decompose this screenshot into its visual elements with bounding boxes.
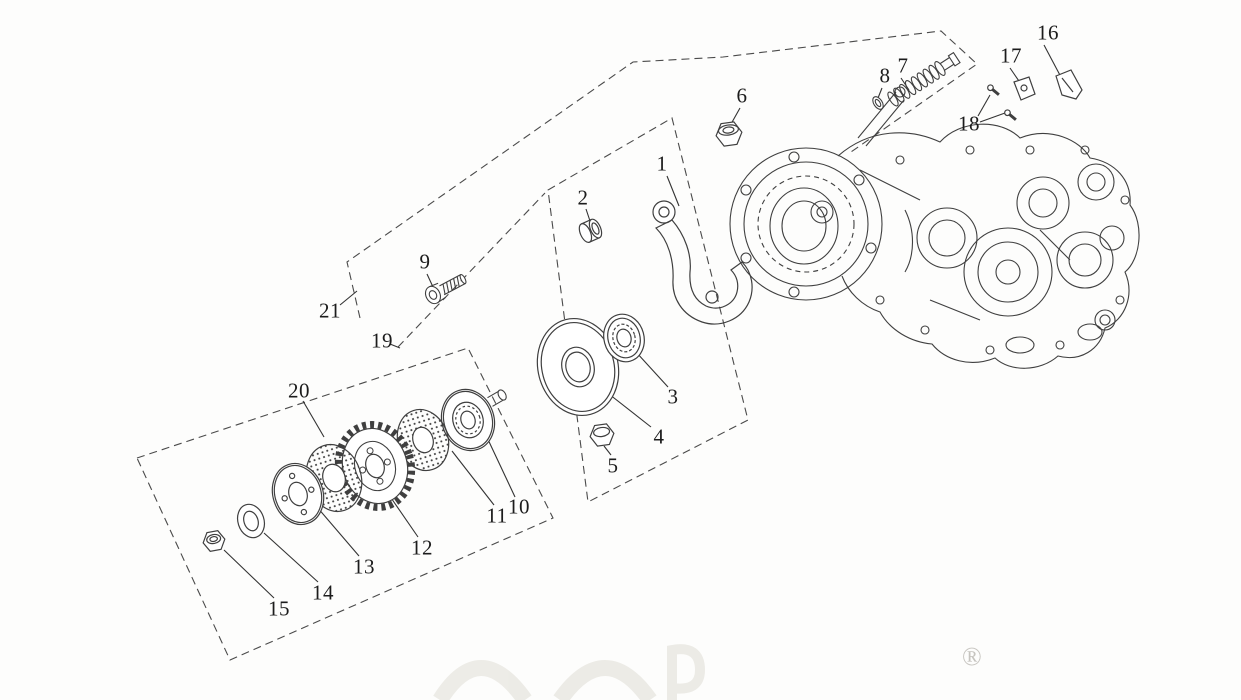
part-6-flanged-nut — [715, 121, 743, 147]
group-boundaries — [136, 30, 978, 661]
part-15-nut — [202, 530, 226, 552]
watermark-traces — [433, 644, 706, 700]
boundary-middle — [547, 117, 749, 503]
part-14-washer — [236, 503, 266, 539]
part-16-bracket — [1055, 69, 1083, 100]
boundary-connector — [397, 192, 546, 348]
registered-trademark: ® — [962, 642, 982, 671]
boundary-lower — [136, 347, 554, 661]
part-7-spring — [887, 51, 961, 107]
part-9-bolt — [424, 273, 467, 305]
part-2-bushing — [578, 218, 603, 243]
part-13-plate — [271, 462, 325, 526]
part-3-bearing — [603, 313, 645, 363]
part-10-one-way-clutch — [440, 388, 507, 452]
part-8-washer — [872, 96, 884, 110]
part-17-bracket — [1013, 76, 1036, 101]
part-18-screws — [987, 84, 1017, 121]
engine-crankcase — [729, 86, 1140, 369]
boundary-outer — [346, 30, 978, 319]
leader-lines — [223, 44, 1063, 599]
part-5-nut — [589, 423, 615, 447]
part-1-lever-plate — [652, 200, 753, 325]
